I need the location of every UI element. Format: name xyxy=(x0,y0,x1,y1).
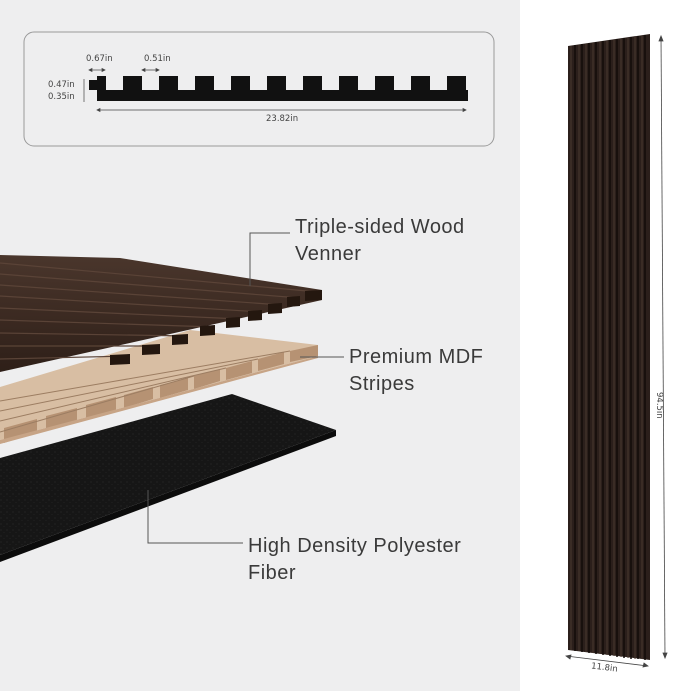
mdf-layer xyxy=(0,330,318,444)
mdf-label-line1: Premium MDF xyxy=(349,346,484,368)
wood-veneer-label-line2: Venner xyxy=(295,243,362,265)
dim-total-width-label: 23.82in xyxy=(266,114,299,124)
dim-markers xyxy=(83,67,467,113)
fiber-label-line1: High Density Polyester xyxy=(248,535,462,557)
dim-base-height-label: 0.35in xyxy=(48,92,75,102)
profile-box xyxy=(23,31,495,147)
profile-shape xyxy=(89,80,97,90)
dim-total-height-label: 0.47in xyxy=(48,80,75,90)
panel-height-label: 94.5in xyxy=(654,392,664,419)
panel-dim-lines xyxy=(565,34,668,668)
leader-lines xyxy=(147,232,344,544)
fiber-label-line2: Fiber xyxy=(248,562,297,584)
mdf-label-line2: Stripes xyxy=(349,373,415,395)
wall-panel xyxy=(568,34,650,660)
profile-body xyxy=(97,76,468,101)
dim-gap-width-label: 0.51in xyxy=(144,54,171,64)
fiber-layer xyxy=(0,394,336,555)
dim-slat-width-label: 0.67in xyxy=(86,54,113,64)
fiber-layer-edge xyxy=(0,430,336,562)
wood-layer xyxy=(0,255,322,372)
wood-veneer-label-line1: Triple-sided Wood xyxy=(295,216,465,238)
